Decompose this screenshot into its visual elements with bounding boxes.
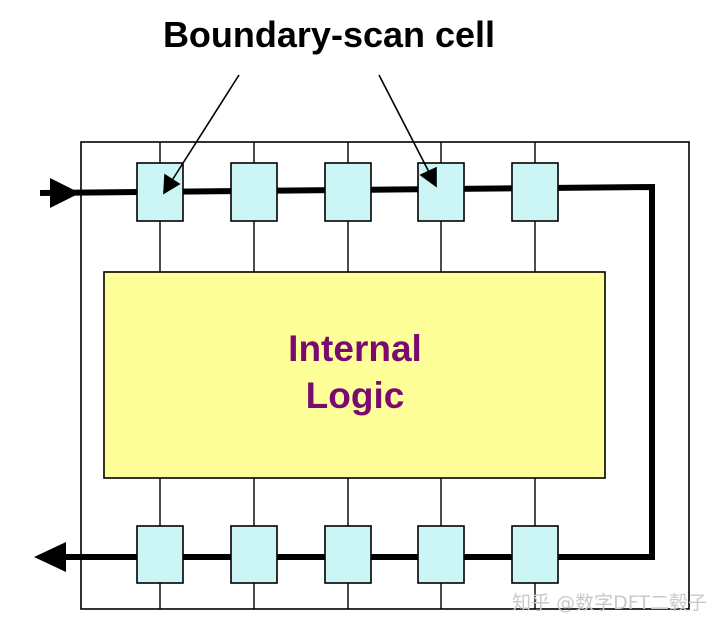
boundary-scan-cell (417, 525, 465, 584)
watermark: 知乎 @数字DFT二毂子 (512, 592, 707, 614)
boundary-scan-cell (136, 162, 184, 222)
annotation-arrowhead (163, 173, 181, 195)
boundary-scan-cell (136, 525, 184, 584)
internal-logic-label-line2: Logic (306, 375, 405, 416)
boundary-scan-cell (417, 162, 465, 222)
top-cells (136, 162, 559, 222)
internal-logic-block (103, 271, 606, 479)
scan-in-arrow (50, 178, 80, 208)
chip-outline (80, 141, 690, 610)
scan-out-arrow (34, 542, 66, 572)
boundary-scan-cell (324, 162, 372, 222)
annotation-arrow-line (378, 74, 431, 175)
boundary-scan-cell (511, 162, 559, 222)
boundary-scan-cell (511, 525, 559, 584)
annotation-arrow-line (170, 74, 240, 183)
diagram-title: Boundary-scan cell (163, 14, 495, 55)
boundary-scan-cell (324, 525, 372, 584)
annotation-arrows (163, 74, 437, 195)
boundary-scan-cell (230, 162, 278, 222)
bottom-cells (136, 525, 559, 584)
annotation-arrowhead (419, 166, 437, 188)
internal-logic-label-line1: Internal (288, 328, 422, 369)
boundary-scan-cell (230, 525, 278, 584)
